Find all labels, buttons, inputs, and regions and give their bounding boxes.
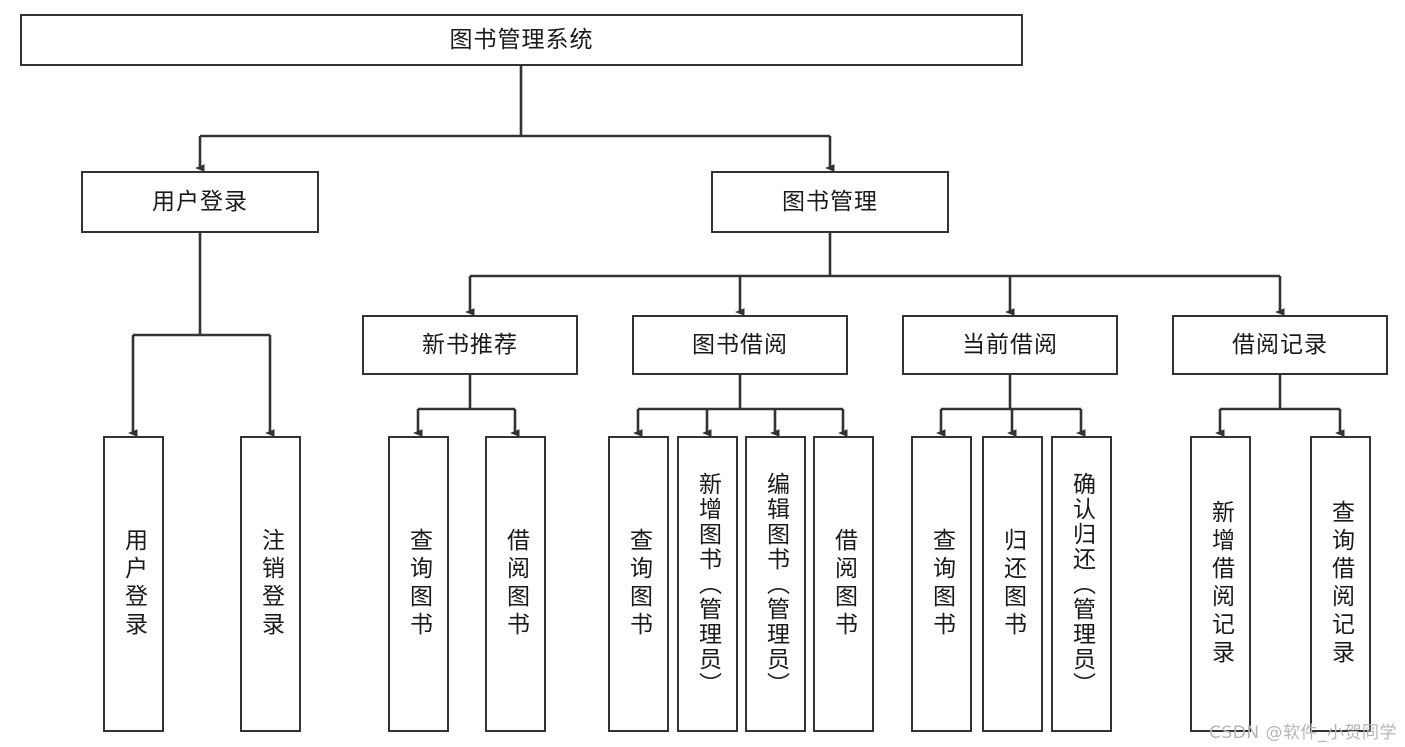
- node-label: 查询图书: [928, 528, 955, 640]
- node-leaf-borrow-book-1[interactable]: 借阅图书: [485, 436, 546, 732]
- node-label: 新增图书（管理员）: [694, 471, 721, 697]
- node-leaf-query-book-1[interactable]: 查询图书: [388, 436, 449, 732]
- node-label: 借阅图书: [502, 528, 529, 640]
- node-leaf-edit-book[interactable]: 编辑图书（管理员）: [745, 436, 806, 732]
- node-label: 图书借阅: [692, 331, 788, 358]
- node-label: 当前借阅: [962, 331, 1058, 358]
- node-leaf-add-book[interactable]: 新增图书（管理员）: [677, 436, 738, 732]
- node-label: 查询图书: [405, 528, 432, 640]
- node-root[interactable]: 图书管理系统: [20, 14, 1023, 66]
- node-leaf-query-record[interactable]: 查询借阅记录: [1310, 436, 1371, 732]
- node-leaf-borrow-book-2[interactable]: 借阅图书: [813, 436, 874, 732]
- node-label: 编辑图书（管理员）: [762, 471, 789, 697]
- node-current-borrow[interactable]: 当前借阅: [902, 315, 1118, 375]
- node-leaf-confirm-return[interactable]: 确认归还（管理员）: [1051, 436, 1112, 732]
- node-label: 图书管理系统: [449, 26, 594, 53]
- node-label: 归还图书: [999, 528, 1026, 640]
- node-borrow-record[interactable]: 借阅记录: [1172, 315, 1388, 375]
- node-book-manage[interactable]: 图书管理: [711, 171, 949, 233]
- node-leaf-user-login[interactable]: 用户登录: [103, 436, 164, 732]
- node-leaf-query-book-2[interactable]: 查询图书: [608, 436, 669, 732]
- node-leaf-return-book[interactable]: 归还图书: [982, 436, 1043, 732]
- node-book-borrow[interactable]: 图书借阅: [632, 315, 848, 375]
- node-label: 确认归还（管理员）: [1068, 471, 1095, 697]
- node-label: 用户登录: [152, 188, 248, 215]
- node-label: 查询借阅记录: [1327, 500, 1354, 668]
- node-label: 借阅图书: [830, 528, 857, 640]
- node-label: 借阅记录: [1232, 331, 1328, 358]
- node-leaf-add-record[interactable]: 新增借阅记录: [1190, 436, 1251, 732]
- node-label: 新书推荐: [422, 331, 518, 358]
- node-leaf-user-logout[interactable]: 注销登录: [240, 436, 301, 732]
- node-new-book-recommend[interactable]: 新书推荐: [362, 315, 578, 375]
- node-label: 新增借阅记录: [1207, 500, 1234, 668]
- node-user-login[interactable]: 用户登录: [81, 171, 319, 233]
- node-label: 查询图书: [625, 528, 652, 640]
- node-leaf-query-book-3[interactable]: 查询图书: [911, 436, 972, 732]
- node-label: 图书管理: [782, 188, 878, 215]
- node-label: 注销登录: [257, 528, 284, 640]
- csdn-watermark: CSDN @软件_小贺同学: [1209, 723, 1397, 743]
- node-label: 用户登录: [120, 528, 147, 640]
